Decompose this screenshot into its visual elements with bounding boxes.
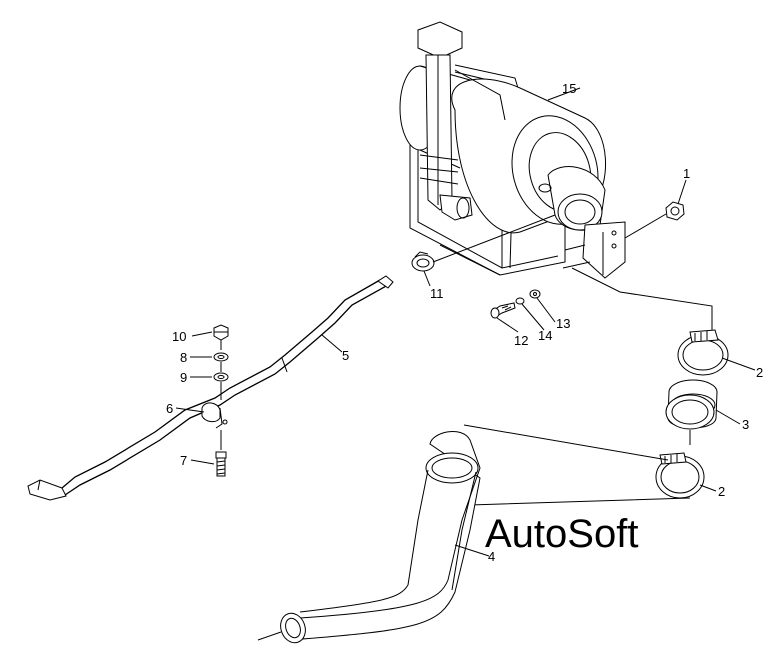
callout-13: 13 bbox=[556, 316, 570, 331]
callout-labels: 1 15 11 12 14 13 2 3 2 4 5 10 8 9 6 7 bbox=[166, 81, 763, 564]
hose-clamp-part-2-lower bbox=[655, 452, 705, 499]
leader-line-intake bbox=[463, 424, 691, 506]
hose-clamp-part-11 bbox=[411, 214, 556, 272]
callout-8: 8 bbox=[180, 350, 187, 365]
callout-10: 10 bbox=[172, 329, 186, 344]
breather-tube-part-5 bbox=[27, 275, 394, 501]
callout-2-upper: 2 bbox=[756, 365, 763, 380]
intake-pipe-part-4 bbox=[257, 431, 481, 644]
air-cleaner-assembly bbox=[399, 21, 607, 276]
hose-connector-part-3 bbox=[665, 379, 718, 445]
callout-14: 14 bbox=[538, 328, 552, 343]
fastener-stack bbox=[201, 324, 229, 477]
hose-clamp-part-2-upper bbox=[677, 329, 729, 376]
callout-15: 15 bbox=[562, 81, 576, 96]
callout-11: 11 bbox=[430, 286, 444, 301]
callout-12: 12 bbox=[514, 333, 528, 348]
watermark-text: AutoSoft bbox=[485, 512, 638, 556]
callout-7: 7 bbox=[180, 453, 187, 468]
callout-1: 1 bbox=[683, 166, 690, 181]
leader-line-bracket bbox=[571, 267, 713, 330]
callout-3: 3 bbox=[742, 417, 749, 432]
callout-4: 4 bbox=[488, 549, 495, 564]
bolt-washer-set bbox=[490, 289, 541, 319]
callout-leaders bbox=[175, 87, 756, 557]
callout-5: 5 bbox=[342, 348, 349, 363]
nut-part-1 bbox=[624, 201, 685, 239]
callout-9: 9 bbox=[180, 370, 187, 385]
callout-2-lower: 2 bbox=[718, 484, 725, 499]
mounting-bracket bbox=[562, 221, 626, 279]
callout-6: 6 bbox=[166, 401, 173, 416]
